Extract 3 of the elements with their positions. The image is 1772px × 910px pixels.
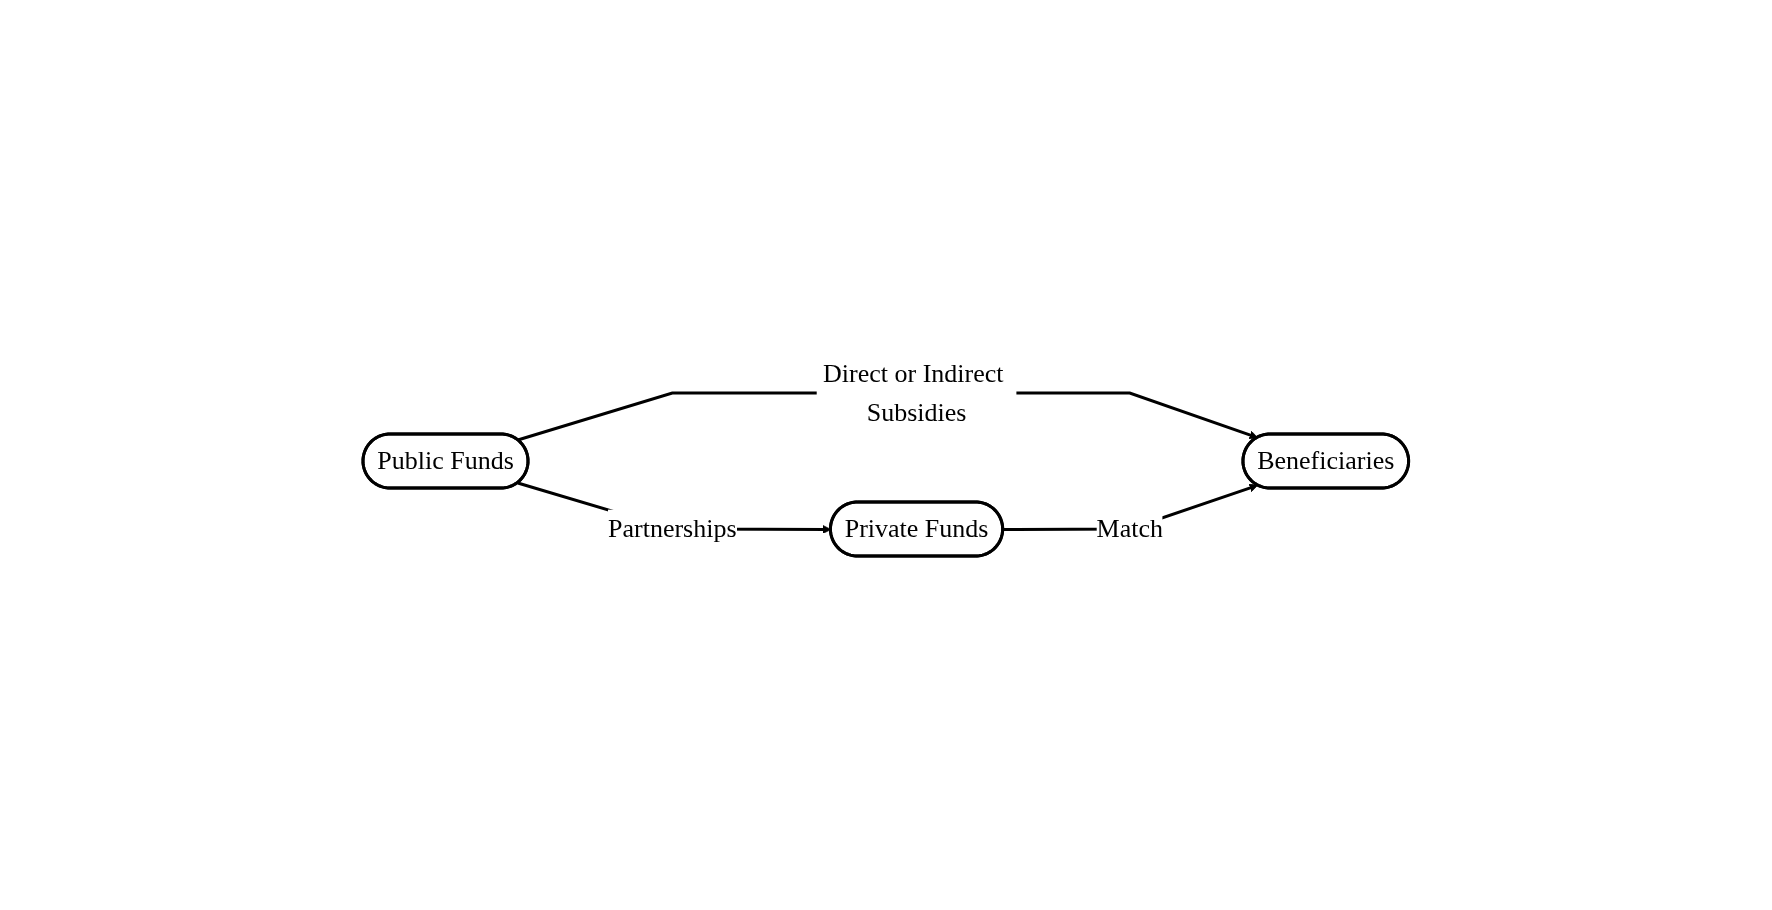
edge-label: Direct or Indirect Subsidies <box>823 359 1004 427</box>
edge-label: Match <box>1096 514 1164 544</box>
edge-label: Partnerships <box>608 514 737 544</box>
